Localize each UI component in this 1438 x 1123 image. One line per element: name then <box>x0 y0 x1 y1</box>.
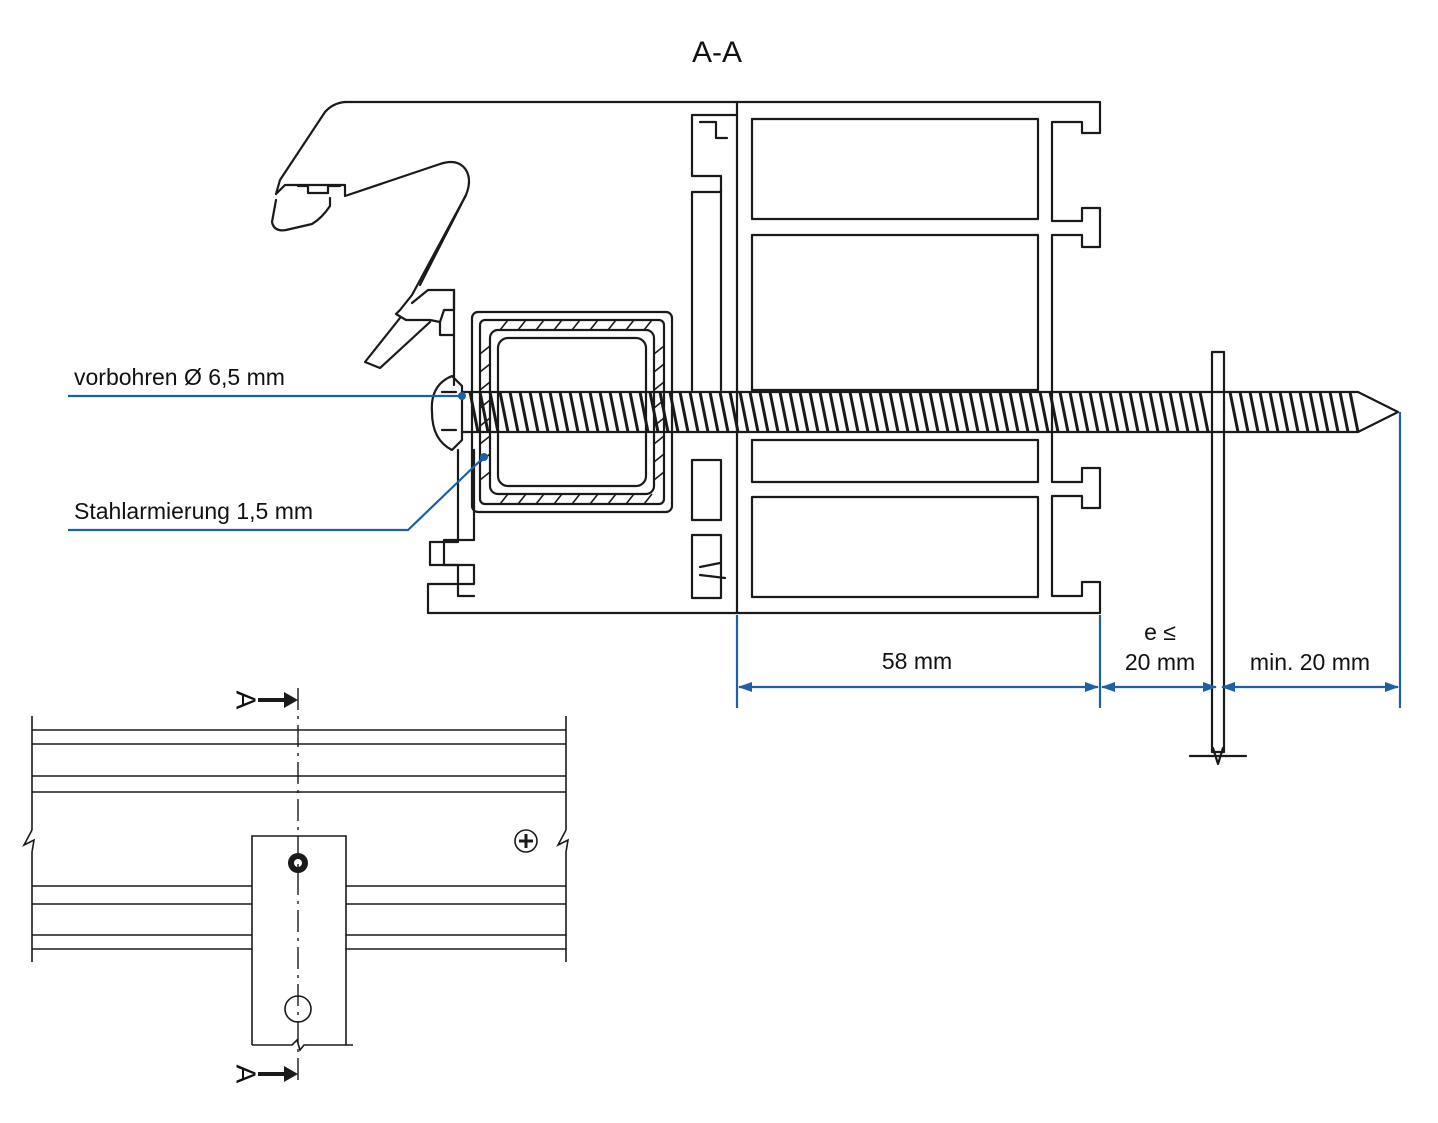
dimension-gap-line2: 20 mm <box>1125 649 1195 675</box>
predrill-label: vorbohren Ø 6,5 mm <box>74 364 285 390</box>
reinforcement-callout: Stahlarmierung 1,5 mm <box>68 453 488 532</box>
section-mark-bottom: A <box>231 1065 298 1084</box>
dimension-embed: min. 20 mm <box>1250 649 1370 675</box>
dimension-gap-line1: e ≤ <box>1144 619 1176 645</box>
plan-view <box>22 688 570 1083</box>
section-mark-top: A <box>231 691 298 710</box>
frame-profile <box>270 100 1102 615</box>
wall-plug-line <box>1188 350 1248 766</box>
frame-screw <box>430 374 1400 452</box>
steel-reinforcement <box>470 310 674 514</box>
section-title: A-A <box>692 36 742 69</box>
section-mark-bottom-label: A <box>231 1065 262 1084</box>
section-mark-top-label: A <box>231 691 262 710</box>
screw-symbol-icon <box>514 829 538 853</box>
dimension-lines: 58 mm e ≤ 20 mm min. 20 mm <box>735 412 1402 708</box>
predrill-callout: vorbohren Ø 6,5 mm <box>68 364 466 400</box>
dimension-profile-depth: 58 mm <box>882 648 952 674</box>
reinforcement-label: Stahlarmierung 1,5 mm <box>74 498 313 524</box>
